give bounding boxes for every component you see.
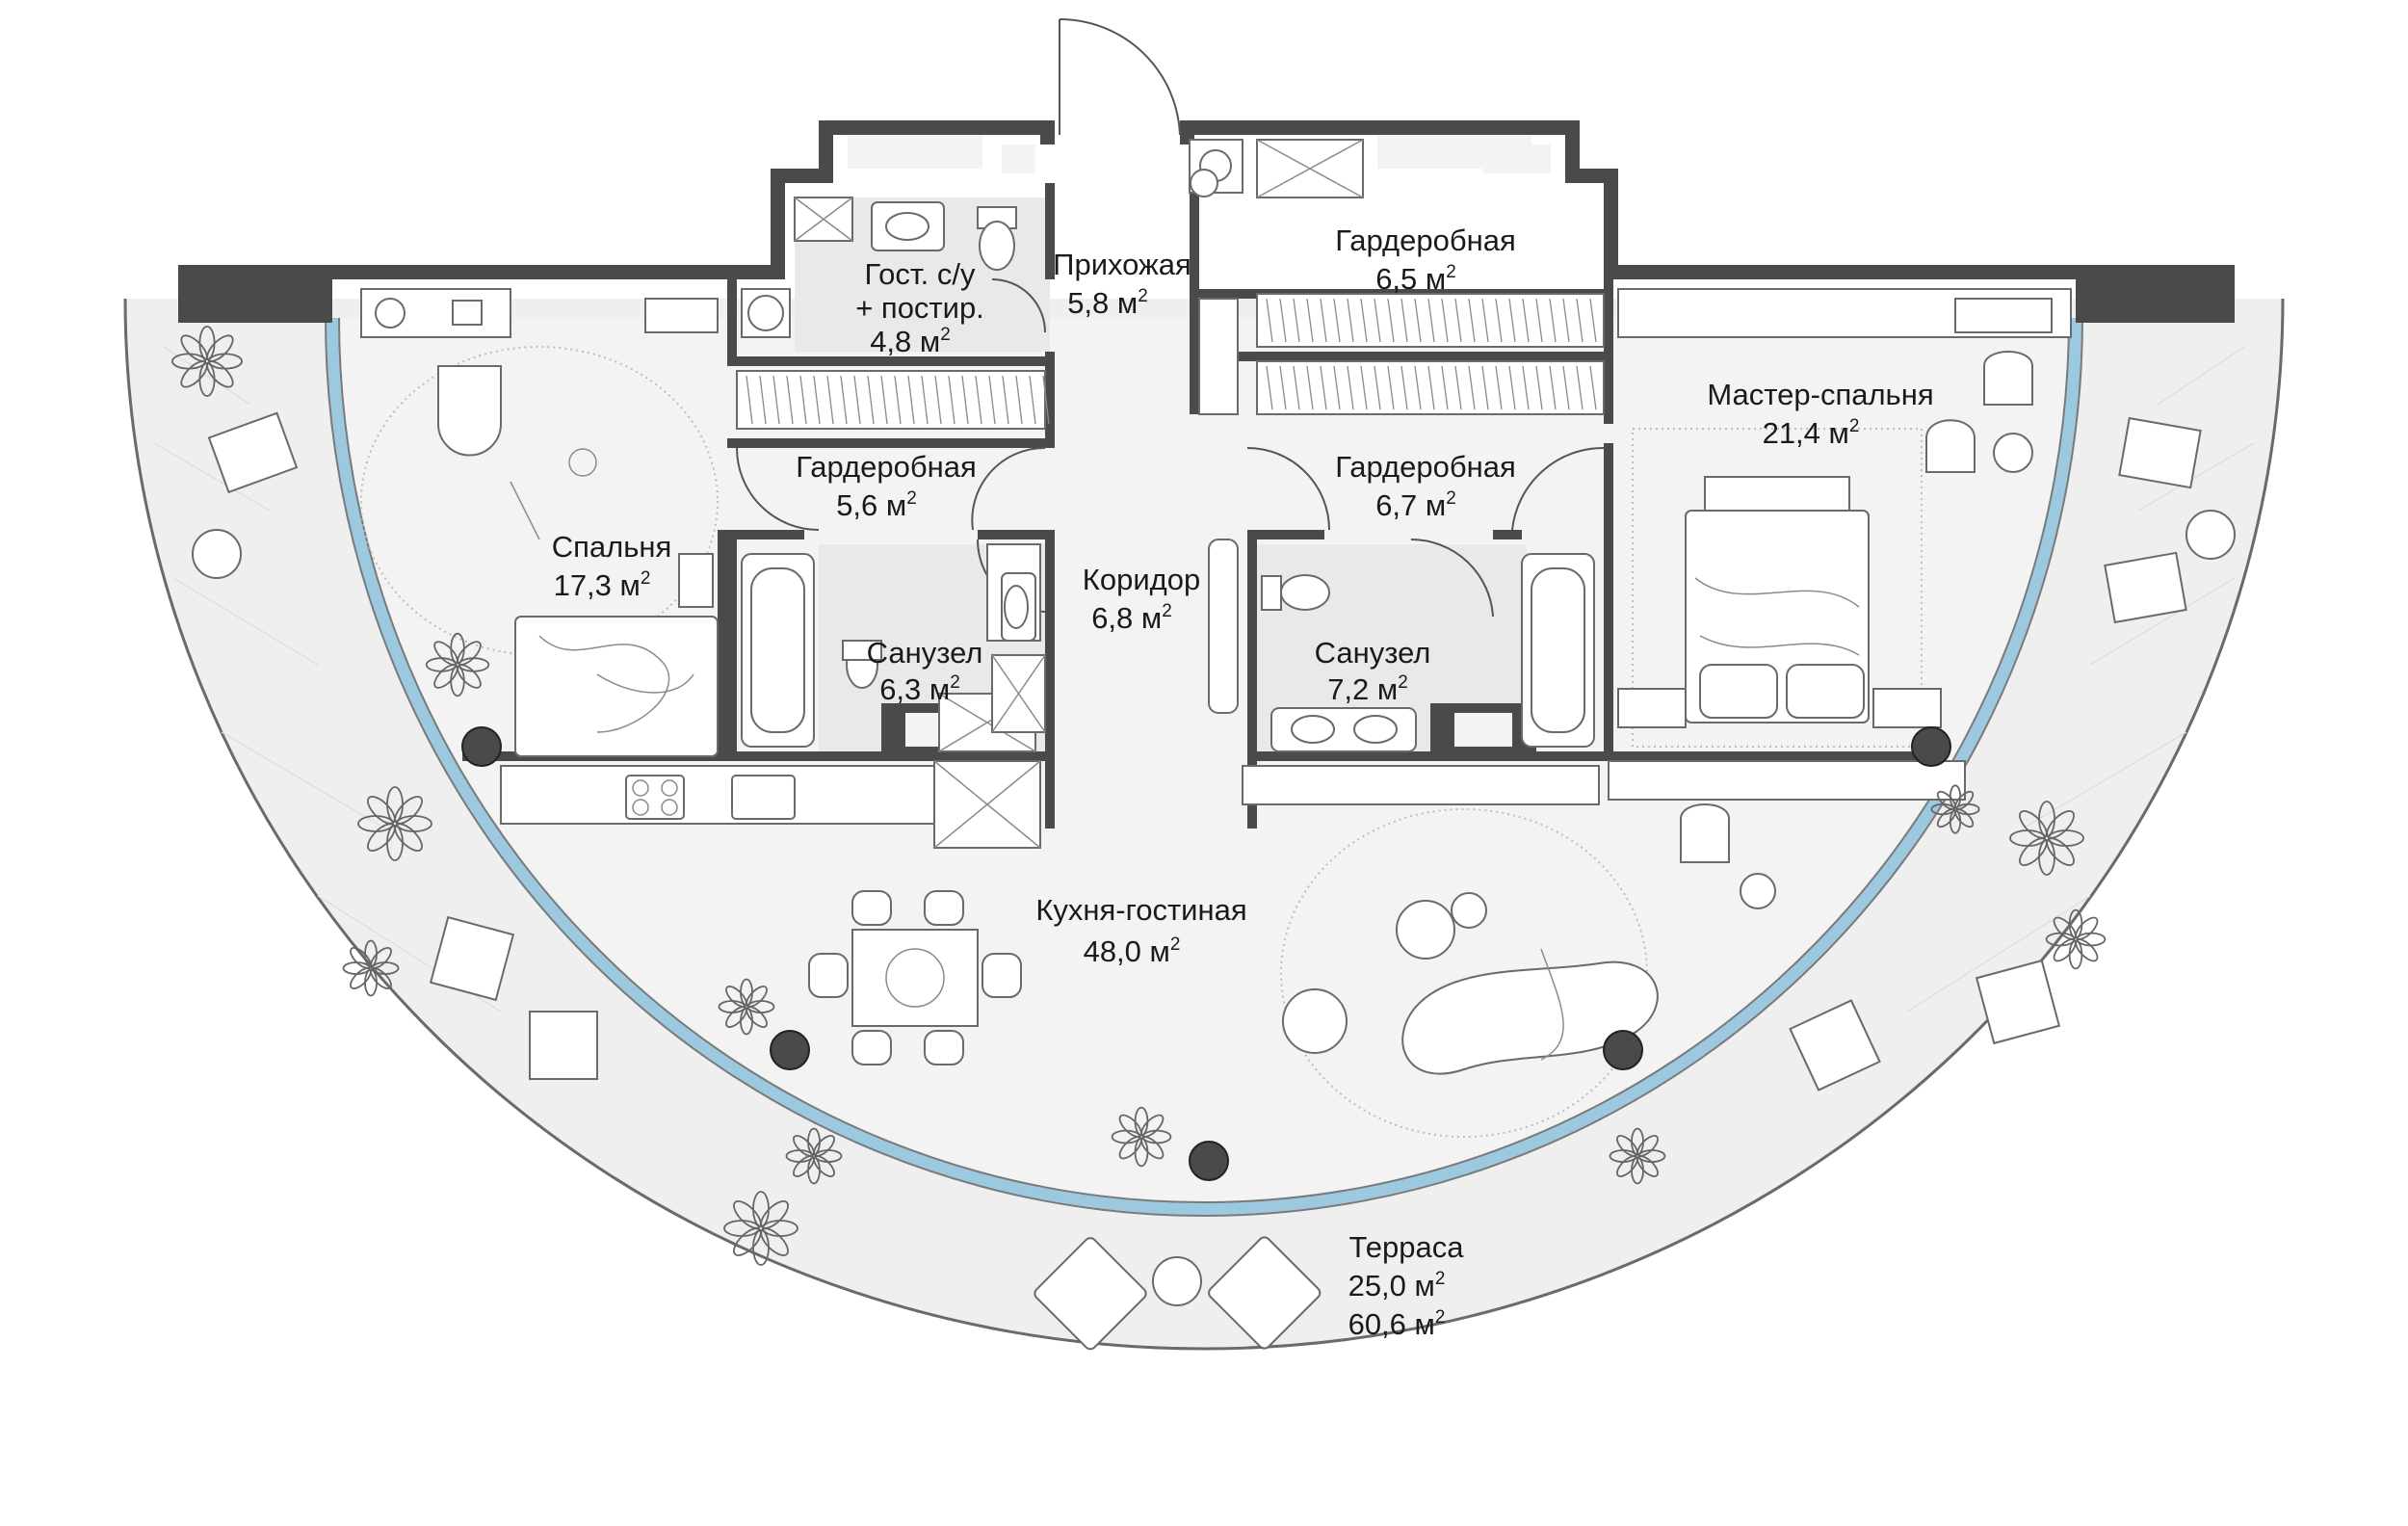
label-bedroom-name: Спальня: [552, 530, 672, 564]
label-wardrobe-l-name: Гардеробная: [796, 450, 977, 484]
label-hall-area: 5,8 м2: [1067, 286, 1148, 320]
label-bedroom-area: 17,3 м2: [554, 568, 651, 602]
column-3: [770, 1030, 810, 1070]
terrace-furniture: [192, 411, 2236, 1351]
label-terrace-name: Терраса: [1349, 1230, 1465, 1264]
label-terrace-area-total: 60,6 м2: [1348, 1307, 1446, 1341]
label-bath-l-name: Санузел: [867, 636, 983, 670]
label-bath-r-name: Санузел: [1315, 636, 1431, 670]
glass-facade-inner: [338, 317, 2070, 1203]
core-right: [1454, 713, 1512, 747]
column-1: [461, 726, 502, 767]
label-bath-r-area: 7,2 м2: [1327, 672, 1408, 706]
label-wardrobe-tr-area: 6,5 м2: [1375, 262, 1456, 296]
living-room-furniture: [808, 803, 1776, 1138]
label-wardrobe-l-area: 5,6 м2: [836, 488, 917, 522]
master-bedroom-furniture: [1617, 288, 2072, 748]
entrance-door[interactable]: [1059, 17, 1181, 136]
label-wardrobe-r-area: 6,7 м2: [1375, 488, 1456, 522]
exterior-walls: [178, 120, 2235, 323]
glass-facade: [326, 317, 2082, 1216]
glass-facade-outer: [325, 317, 2083, 1217]
bathroom-fixtures: [741, 139, 1595, 752]
wardrobe-hatch: [746, 298, 1597, 425]
label-guest-wc-area: 4,8 м2: [870, 325, 951, 358]
terrace-edge: [123, 298, 2285, 1351]
label-hall-name: Прихожая: [1053, 248, 1191, 281]
label-corridor-name: Коридор: [1083, 563, 1200, 596]
column-2: [1911, 726, 1951, 767]
plants: [171, 326, 2107, 1266]
columns: [461, 726, 1951, 1181]
label-bath-l-area: 6,3 м2: [879, 672, 960, 706]
wardrobe-cabinets: [736, 293, 1605, 430]
label-terrace-area: 25,0 м2: [1348, 1269, 1446, 1302]
column-4: [1603, 1030, 1643, 1070]
kitchen-counter: [500, 760, 1966, 825]
interior-doors: [736, 278, 1605, 618]
terrace-decking: [153, 346, 2255, 1013]
label-wardrobe-tr-name: Гардеробная: [1335, 224, 1516, 257]
label-living-name: Кухня-гостиная: [1035, 893, 1246, 927]
label-guest-wc-name-1: Гост. с/у: [864, 257, 976, 291]
label-master-name: Мастер-спальня: [1707, 378, 1933, 411]
label-living-area: 48,0 м2: [1084, 934, 1181, 968]
label-wardrobe-r-name: Гардеробная: [1335, 450, 1516, 484]
column-5: [1189, 1141, 1229, 1181]
label-master-area: 21,4 м2: [1763, 416, 1860, 450]
room-labels: Прихожая 5,8 м2 Гост. с/у + постир. 4,8 …: [552, 224, 1934, 1341]
label-corridor-area: 6,8 м2: [1091, 601, 1172, 635]
bedroom-furniture: [360, 288, 719, 757]
label-guest-wc-name-2: + постир.: [855, 291, 984, 325]
